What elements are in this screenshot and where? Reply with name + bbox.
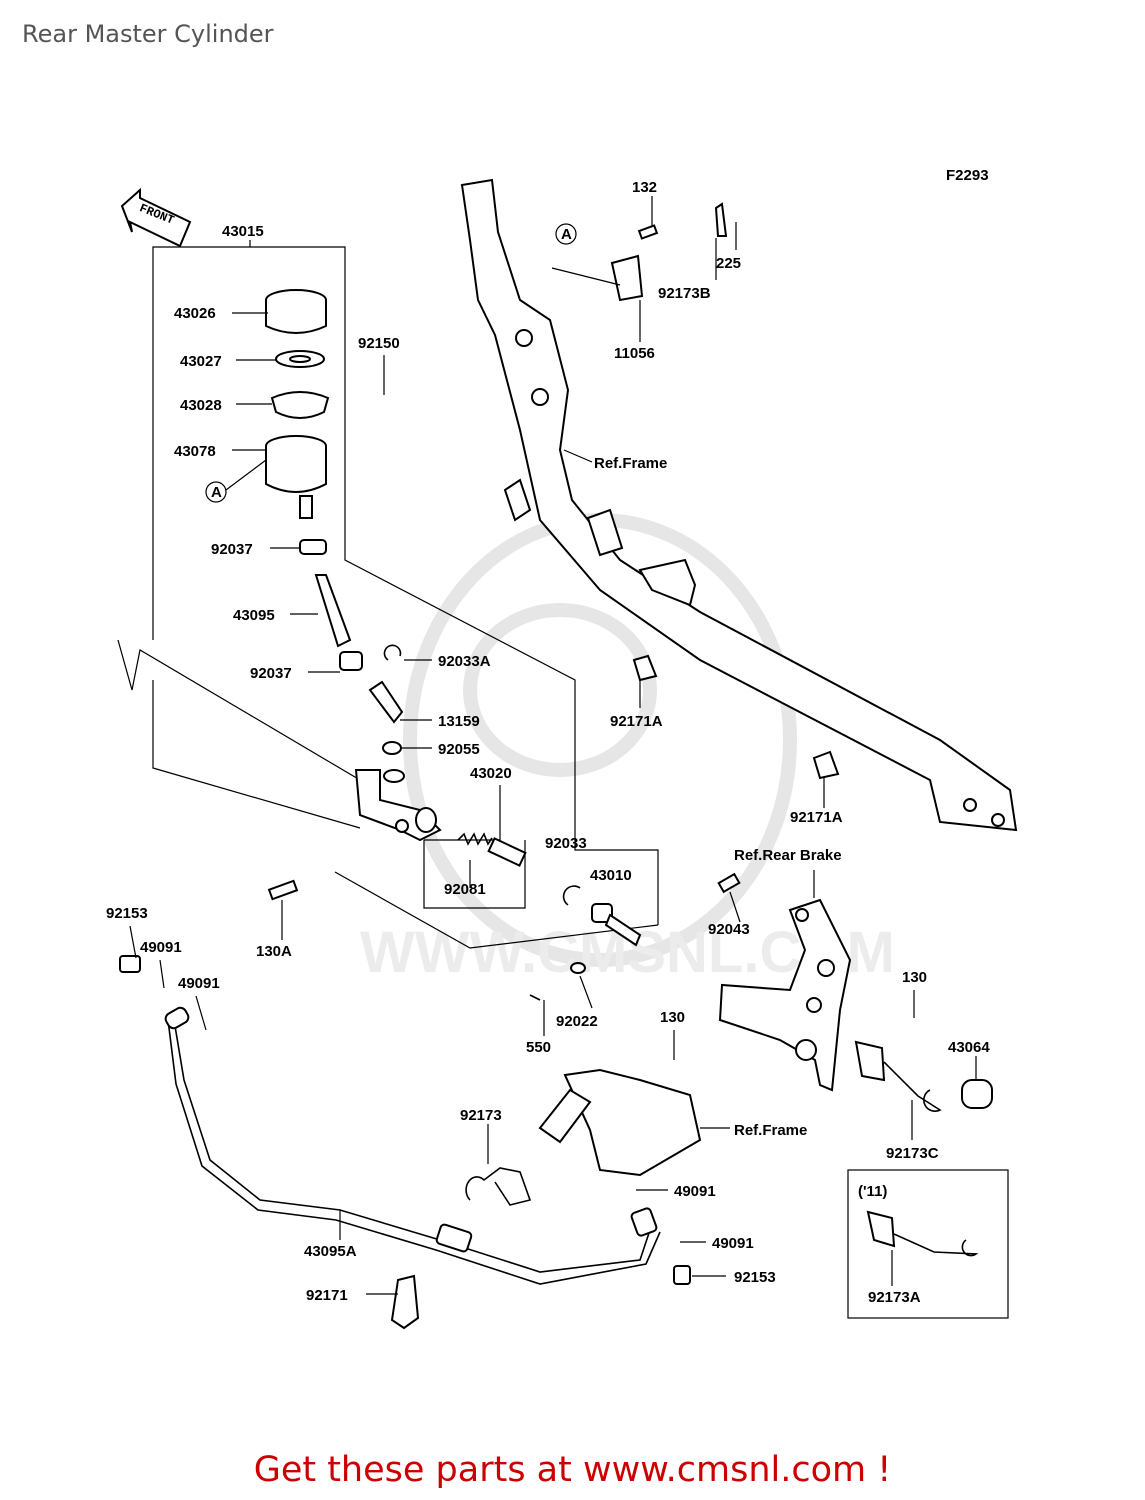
part-label[interactable]: 43010 bbox=[590, 867, 632, 884]
spring bbox=[457, 832, 493, 846]
hose-fitting bbox=[368, 680, 404, 724]
ref-frame-lower-label: Ref.Frame bbox=[734, 1122, 807, 1139]
diaphragm bbox=[270, 391, 330, 419]
inset-box: ('11) bbox=[847, 1169, 1009, 1319]
ref-frame-label: Ref.Frame bbox=[594, 455, 667, 472]
snap-ring bbox=[562, 885, 581, 906]
brake-pedal-bracket bbox=[718, 898, 852, 1092]
part-label[interactable]: 43064 bbox=[948, 1039, 990, 1056]
brake-hose bbox=[164, 1006, 661, 1285]
part-label[interactable]: 92171A bbox=[790, 809, 843, 826]
part-label[interactable]: 92173B bbox=[658, 285, 711, 302]
part-label[interactable]: 225 bbox=[716, 255, 741, 272]
ref-rear-brake-label: Ref.Rear Brake bbox=[734, 847, 842, 864]
part-label[interactable]: A bbox=[211, 484, 222, 501]
part-label[interactable]: 43015 bbox=[222, 223, 264, 240]
banjo-bolt-upper bbox=[119, 955, 141, 973]
part-label[interactable]: 92173 bbox=[460, 1107, 502, 1124]
part-label[interactable]: 92055 bbox=[438, 741, 480, 758]
page-title: Rear Master Cylinder bbox=[22, 20, 274, 48]
part-label[interactable]: 130A bbox=[256, 943, 292, 960]
part-label[interactable]: 43078 bbox=[174, 443, 216, 460]
lower-frame bbox=[563, 1068, 702, 1177]
lower-bracket bbox=[538, 1088, 592, 1144]
part-label[interactable]: 43028 bbox=[180, 397, 222, 414]
part-label[interactable]: 92171A bbox=[610, 713, 663, 730]
part-label[interactable]: 92022 bbox=[556, 1013, 598, 1030]
part-label[interactable]: 49091 bbox=[712, 1235, 754, 1252]
part-label[interactable]: 92153 bbox=[106, 905, 148, 922]
bolt-130a bbox=[267, 879, 299, 901]
part-label[interactable]: A bbox=[561, 226, 572, 243]
clamp-92171 bbox=[390, 1274, 420, 1330]
part-label[interactable]: 132 bbox=[632, 179, 657, 196]
part-label[interactable]: 49091 bbox=[140, 939, 182, 956]
part-label[interactable]: 92037 bbox=[211, 541, 253, 558]
part-label[interactable]: 43027 bbox=[180, 353, 222, 370]
hose-clamp-lower bbox=[339, 651, 363, 671]
front-arrow-icon: FRONT bbox=[120, 187, 192, 248]
diagram-code: F2293 bbox=[946, 167, 989, 184]
part-label[interactable]: 43026 bbox=[174, 305, 216, 322]
part-label[interactable]: 92171 bbox=[306, 1287, 348, 1304]
hose-clamp bbox=[299, 539, 327, 555]
frame bbox=[460, 178, 1018, 832]
bracket-92173c bbox=[854, 1040, 886, 1082]
part-label[interactable]: 43020 bbox=[470, 765, 512, 782]
part-label[interactable]: 92043 bbox=[708, 921, 750, 938]
circlip bbox=[383, 644, 402, 661]
callout-a-right bbox=[555, 223, 577, 245]
part-label[interactable]: 92033A bbox=[438, 653, 491, 670]
part-label[interactable]: 92173C bbox=[886, 1145, 939, 1162]
part-label[interactable]: 92081 bbox=[444, 881, 486, 898]
part-label[interactable]: 13159 bbox=[438, 713, 480, 730]
part-label[interactable]: 49091 bbox=[178, 975, 220, 992]
part-label[interactable]: 43095 bbox=[233, 607, 275, 624]
part-label[interactable]: 130 bbox=[660, 1009, 685, 1026]
part-label[interactable]: 92033 bbox=[545, 835, 587, 852]
reservoir-hose bbox=[314, 574, 352, 648]
master-cylinder bbox=[354, 769, 442, 842]
part-label[interactable]: 130 bbox=[902, 969, 927, 986]
banjo-bolt-lower bbox=[673, 1265, 691, 1285]
footer-link[interactable]: Get these parts at www.cmsnl.com ! bbox=[253, 1450, 892, 1490]
reservoir-body bbox=[265, 435, 327, 519]
inset-label: ('11) bbox=[858, 1183, 887, 1200]
reservoir-cap bbox=[265, 289, 327, 334]
part-label[interactable]: 49091 bbox=[674, 1183, 716, 1200]
part-label[interactable]: 92037 bbox=[250, 665, 292, 682]
part-label[interactable]: 550 bbox=[526, 1039, 551, 1056]
callout-a-left bbox=[205, 481, 227, 503]
part-label[interactable]: 43095A bbox=[304, 1243, 357, 1260]
bracket-11056 bbox=[610, 202, 728, 302]
pin-92043 bbox=[717, 872, 741, 894]
washer bbox=[570, 962, 586, 974]
o-ring bbox=[382, 741, 402, 755]
part-label[interactable]: 11056 bbox=[614, 345, 655, 362]
leader-lines bbox=[129, 196, 977, 1295]
cotter-pin bbox=[529, 994, 541, 1001]
part-label[interactable]: 92173A bbox=[868, 1289, 921, 1306]
clamp-92171a-lower bbox=[812, 750, 840, 780]
clamp-92171a-upper bbox=[632, 654, 658, 682]
reference-labels: Ref.Frame Ref.Rear Brake Ref.Frame bbox=[594, 455, 842, 1139]
part-label[interactable]: 92150 bbox=[358, 335, 400, 352]
grommet-43064 bbox=[961, 1079, 993, 1109]
piston bbox=[487, 837, 527, 867]
part-label[interactable]: 92153 bbox=[734, 1269, 776, 1286]
push-rod bbox=[591, 903, 642, 947]
part-labels: 43015 43026 43027 43028 43078 A 92150 92… bbox=[106, 179, 990, 1306]
